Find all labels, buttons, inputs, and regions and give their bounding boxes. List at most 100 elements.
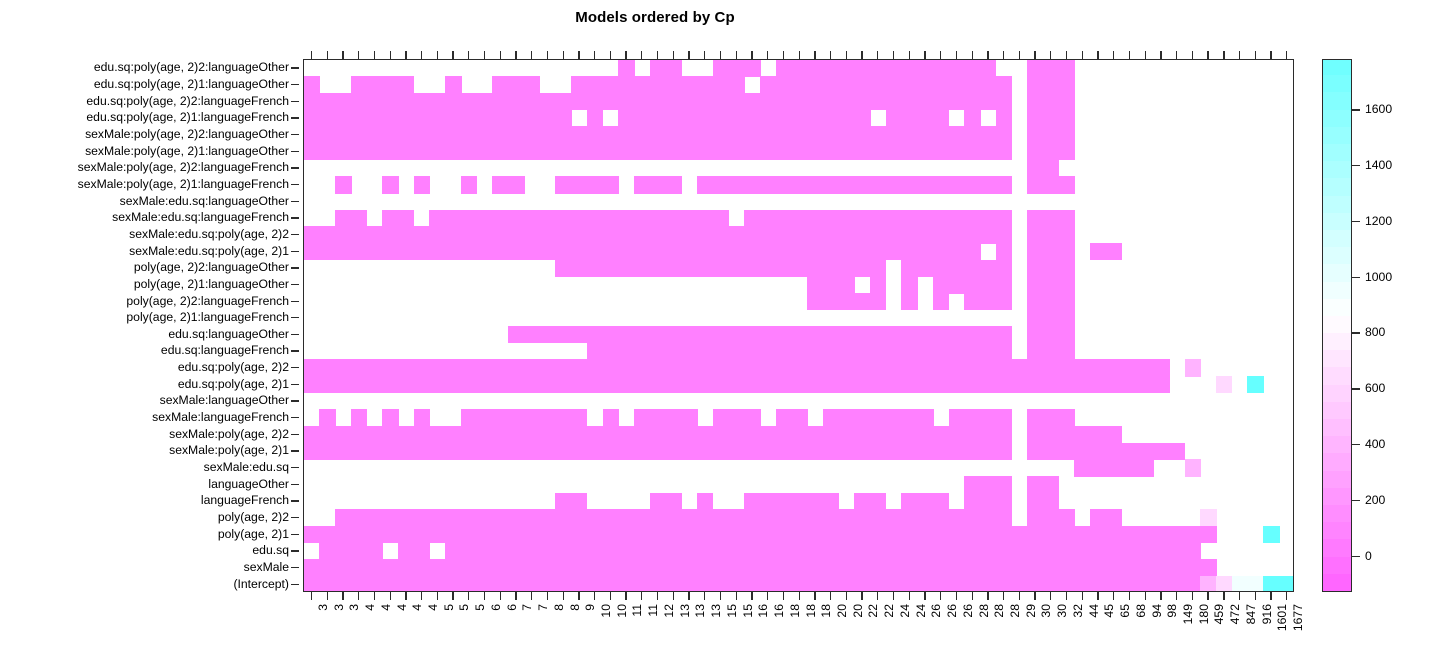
heatmap-cell	[696, 92, 714, 111]
heatmap-cell	[382, 76, 399, 94]
x-axis-tick	[719, 592, 722, 600]
heatmap-cell	[854, 326, 871, 344]
y-axis-label: poly(age, 2)1:languageOther	[133, 276, 289, 291]
heatmap-cell	[1168, 575, 1186, 591]
heatmap-cell	[995, 476, 1013, 494]
heatmap-cell	[885, 526, 903, 544]
heatmap-cell	[508, 92, 525, 111]
heatmap-cell	[838, 292, 855, 311]
x-axis-top-tick	[735, 51, 737, 59]
heatmap-cell	[602, 575, 619, 591]
heatmap-cell	[1121, 526, 1139, 544]
x-axis-label: 32	[1070, 604, 1085, 618]
heatmap-cell	[681, 376, 698, 394]
x-axis-label: 44	[1086, 604, 1101, 618]
heatmap-cell	[744, 509, 761, 527]
heatmap-cell	[901, 76, 918, 94]
heatmap-cell	[476, 575, 494, 591]
heatmap-cell	[1042, 309, 1060, 327]
y-axis-tick	[291, 383, 299, 386]
x-axis-tick	[735, 592, 737, 600]
x-axis-tick	[845, 592, 847, 600]
heatmap-cell	[869, 92, 887, 111]
heatmap-cell	[901, 259, 918, 277]
heatmap-cell	[571, 575, 588, 591]
heatmap-cell	[555, 492, 572, 511]
heatmap-cell	[382, 359, 399, 377]
heatmap-cell	[476, 92, 494, 111]
x-axis-label: 98	[1165, 604, 1180, 618]
heatmap-cell	[649, 209, 667, 227]
heatmap-cell	[885, 76, 903, 94]
heatmap-cell	[869, 60, 887, 77]
heatmap-cell	[1278, 575, 1293, 591]
heatmap-cell	[948, 542, 965, 561]
y-axis-label: edu.sq:poly(age, 2)1:languageFrench	[86, 110, 289, 125]
heatmap-cell	[649, 509, 667, 527]
heatmap-cell	[980, 209, 997, 227]
heatmap-cell	[350, 509, 368, 527]
heatmap-cell	[712, 109, 730, 127]
heatmap-cell	[995, 342, 1013, 361]
heatmap-cell	[602, 326, 619, 344]
heatmap-cell	[1168, 559, 1186, 577]
heatmap-cell	[1058, 409, 1076, 427]
heatmap-cell	[838, 142, 855, 161]
heatmap-cell	[460, 509, 478, 527]
x-axis-top-tick	[405, 51, 407, 59]
legend-tick-label: 1400	[1365, 158, 1393, 173]
heatmap-cell	[539, 542, 557, 561]
heatmap-cell	[1027, 76, 1044, 94]
heatmap-cell	[366, 442, 383, 461]
heatmap-cell	[1027, 575, 1044, 591]
heatmap-cell	[885, 126, 903, 144]
heatmap-cell	[964, 60, 981, 77]
heatmap-cell	[1153, 559, 1170, 577]
x-axis-tick	[578, 592, 580, 600]
x-axis-top-tick	[389, 51, 391, 59]
heatmap-cell	[1027, 126, 1044, 144]
heatmap-cell	[775, 509, 792, 527]
x-axis-top-tick	[625, 51, 627, 59]
y-axis-label: sexMale:edu.sq	[203, 460, 289, 475]
y-axis-tick	[291, 100, 299, 102]
heatmap-cell	[822, 526, 840, 544]
heatmap-cell	[854, 409, 871, 427]
heatmap-cell	[633, 326, 651, 344]
heatmap-cell	[460, 226, 478, 244]
heatmap-cell	[822, 326, 840, 344]
x-axis-tick	[987, 592, 989, 600]
heatmap-cell	[932, 442, 950, 461]
heatmap-cell	[838, 226, 855, 244]
heatmap-cell	[854, 359, 871, 377]
heatmap-cell	[696, 426, 714, 444]
y-axis-tick	[291, 550, 299, 552]
x-axis-top-tick	[326, 51, 328, 59]
heatmap-cell	[602, 209, 619, 227]
heatmap-cell	[964, 276, 981, 294]
heatmap-cell	[618, 542, 635, 561]
x-axis-top-tick	[1176, 51, 1178, 59]
heatmap-cell	[649, 109, 667, 127]
x-axis-label: 7	[520, 604, 535, 611]
heatmap-cell	[492, 526, 509, 544]
heatmap-cell	[304, 92, 321, 111]
heatmap-cell	[744, 259, 761, 277]
heatmap-cell	[382, 575, 399, 591]
heatmap-cell	[791, 326, 808, 344]
heatmap-cell	[492, 559, 509, 577]
heatmap-cell	[649, 126, 667, 144]
heatmap-cell	[712, 376, 730, 394]
heatmap-cell	[681, 426, 698, 444]
heatmap-cell	[901, 226, 918, 244]
heatmap-cell	[492, 442, 509, 461]
y-axis-tick	[291, 83, 299, 86]
heatmap-cell	[1074, 376, 1091, 394]
heatmap-cell	[775, 376, 792, 394]
heatmap-cell	[964, 142, 981, 161]
heatmap-cell	[712, 526, 730, 544]
heatmap-cell	[948, 176, 965, 194]
x-axis-tick	[798, 592, 800, 600]
x-axis-tick	[656, 592, 659, 600]
heatmap-cell	[523, 226, 541, 244]
